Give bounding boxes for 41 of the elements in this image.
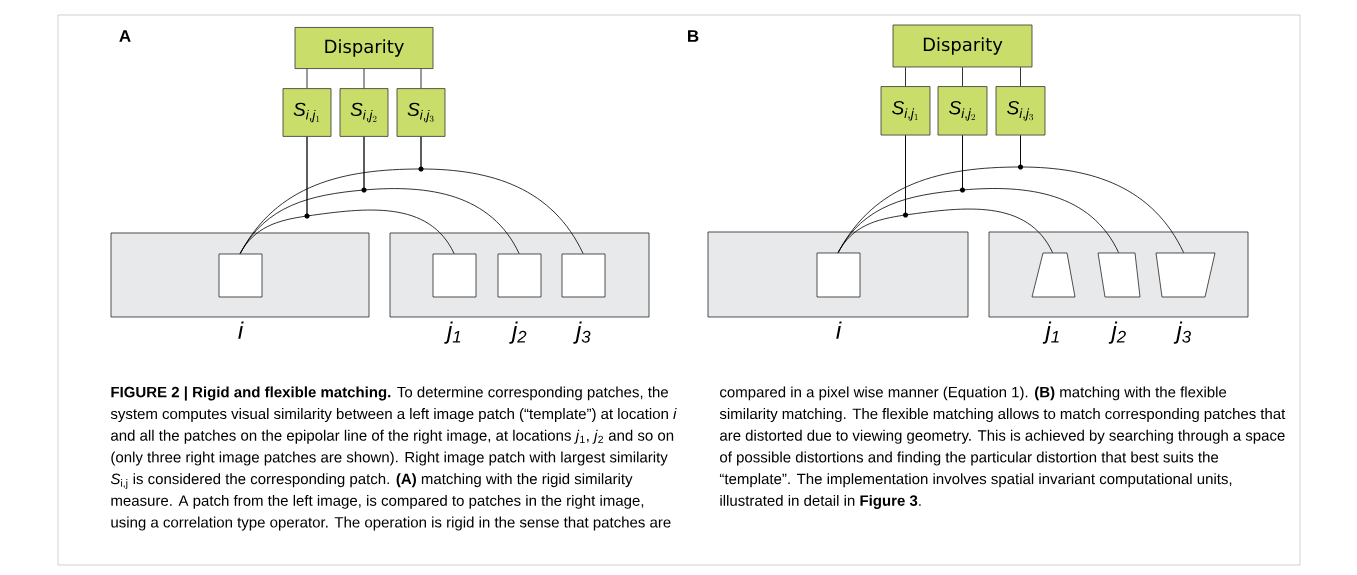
- image-patch: [561, 253, 606, 298]
- trapezoid-patch: [1155, 252, 1216, 298]
- image-patch: [497, 253, 542, 298]
- similarity-box: $S_{i,j_1}$: [282, 88, 332, 137]
- image-patch: [218, 253, 263, 298]
- connector-line: [363, 136, 520, 254]
- position-label: i: [836, 321, 842, 339]
- connector-line: [306, 68, 308, 89]
- disparity-box: Disparity: [892, 24, 1033, 68]
- panel-letter: A: [119, 30, 131, 42]
- similarity-box: $S_{i,j_2}$: [339, 88, 389, 137]
- similarity-box: $S_{i,j_2}$: [937, 86, 988, 136]
- image-patch: [816, 252, 861, 298]
- trapezoid-patch: [1031, 252, 1076, 298]
- connector-line: [1020, 135, 1184, 253]
- connector-line: [306, 136, 455, 254]
- position-label: j$_{1}$: [1042, 321, 1059, 344]
- connector-line: [420, 136, 584, 254]
- position-label: j$_{3}$: [573, 321, 591, 344]
- connector-line: [363, 68, 365, 89]
- trapezoid-patch: [1097, 252, 1141, 298]
- connector-line: [1020, 67, 1021, 87]
- similarity-box: $S_{i,j_1}$: [880, 86, 931, 136]
- connector-line: [905, 67, 906, 87]
- similarity-box: $S_{i,j_3}$: [995, 86, 1046, 136]
- connector-line: [420, 68, 422, 89]
- position-label: j$_{3}$: [1173, 321, 1191, 344]
- connector-line: [962, 135, 1119, 253]
- image-panel: [110, 232, 370, 318]
- panel-letter: B: [688, 30, 699, 42]
- position-label: j$_{2}$: [1108, 321, 1126, 344]
- disparity-box: Disparity: [294, 27, 434, 69]
- position-label: i: [238, 321, 244, 339]
- figure-caption: FIGURE 2 | Rigid and flexible matching. To determine corresponding patches, the system computes visual similarity between a left image patch (“template”) at location i and all the patches on the epipolar line of the right image, at locations j$_{1}$, j$_{2}$ and so on (only three right image patches are shown). Right image patch with largest similarity S$_{i,j}$ is considered the corresponding patch. (A) matching with the rigid similarity measure. A patch from the left image, is compared to patches in the right image, using a correlation type operator. The operation is rigid in the sense that patches are compared in a pixel wise manner (Equation 1). (B) matching with the flexible similarity matching. The flexible matching allows to match corresponding patches that are distorted due to viewing geometry. This is achieved by searching through a space of possible distortions and finding the particular distortion that best suits the “template”. The implementation involves spatial invariant computational units, illustrated in detail in Figure 3.: [110, 386, 1286, 531]
- position-label: j$_{1}$: [444, 321, 461, 344]
- position-label: j$_{2}$: [509, 321, 527, 344]
- image-panel: [707, 231, 969, 318]
- connector-line: [962, 67, 963, 87]
- similarity-box: $S_{i,j_3}$: [396, 88, 446, 137]
- connector-line: [905, 135, 1053, 253]
- image-patch: [432, 253, 477, 298]
